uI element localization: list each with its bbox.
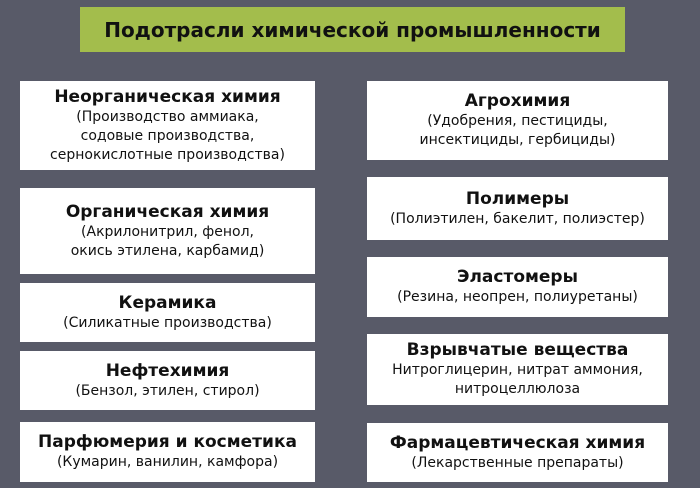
subsector-polymers: Полимеры (Полиэтилен, бакелит, полиэстер… — [367, 177, 668, 240]
subsector-detail: (Лекарственные препараты) — [411, 454, 624, 471]
subsector-detail: содовые производства, — [80, 127, 255, 144]
subsector-name: Агрохимия — [464, 91, 571, 111]
subsector-perfumery: Парфюмерия и косметика (Кумарин, ванилин… — [20, 422, 315, 482]
subsector-detail: инсектициды, гербициды) — [419, 132, 616, 148]
subsector-name: Взрывчатые вещества — [406, 340, 629, 360]
subsector-name: Органическая химия — [65, 201, 270, 222]
subsector-name: Полимеры — [465, 188, 570, 209]
subsector-name: Фармацевтическая химия — [389, 432, 646, 453]
subsector-detail: нитроцеллюлоза — [454, 381, 581, 397]
subsector-detail: (Резина, неопрен, полиуретаны) — [397, 289, 638, 305]
subsector-pharmaceutical: Фармацевтическая химия (Лекарственные пр… — [367, 423, 668, 482]
subsector-agrochemistry: Агрохимия (Удобрения, пестициды, инсекти… — [367, 81, 668, 160]
subsector-detail: (Удобрения, пестициды, — [427, 113, 608, 129]
subsector-detail: Нитроглицерин, нитрат аммония, — [392, 362, 643, 378]
subsector-detail: (Производство аммиака, — [76, 108, 259, 125]
subsector-elastomers: Эластомеры (Резина, неопрен, полиуретаны… — [367, 257, 668, 317]
subsector-name: Неорганическая химия — [54, 86, 281, 107]
subsector-ceramics: Керамика (Силикатные производства) — [20, 283, 315, 342]
subsector-detail: (Кумарин, ванилин, камфора) — [56, 454, 279, 470]
subsector-organic: Органическая химия (Акрилонитрил, фенол,… — [20, 188, 315, 274]
subsector-detail: сернокислотные производства) — [50, 146, 285, 163]
subsector-detail: (Силикатные производства) — [63, 314, 272, 331]
subsector-detail: (Полиэтилен, бакелит, полиэстер) — [390, 210, 645, 227]
subsector-explosives: Взрывчатые вещества Нитроглицерин, нитра… — [367, 334, 668, 405]
subsector-detail: (Акрилонитрил, фенол, — [81, 223, 254, 240]
subsector-name: Парфюмерия и косметика — [38, 432, 297, 452]
subsector-petrochemistry: Нефтехимия (Бензол, этилен, стирол) — [20, 351, 315, 410]
diagram-title: Подотрасли химической промышленности — [80, 7, 625, 52]
subsector-name: Керамика — [118, 292, 217, 313]
subsector-name: Нефтехимия — [105, 360, 230, 381]
subsector-name: Эластомеры — [457, 267, 578, 287]
subsector-detail: (Бензол, этилен, стирол) — [75, 382, 260, 399]
subsector-detail: окись этилена, карбамид) — [70, 242, 265, 259]
subsector-inorganic: Неорганическая химия (Производство аммиа… — [20, 81, 315, 170]
